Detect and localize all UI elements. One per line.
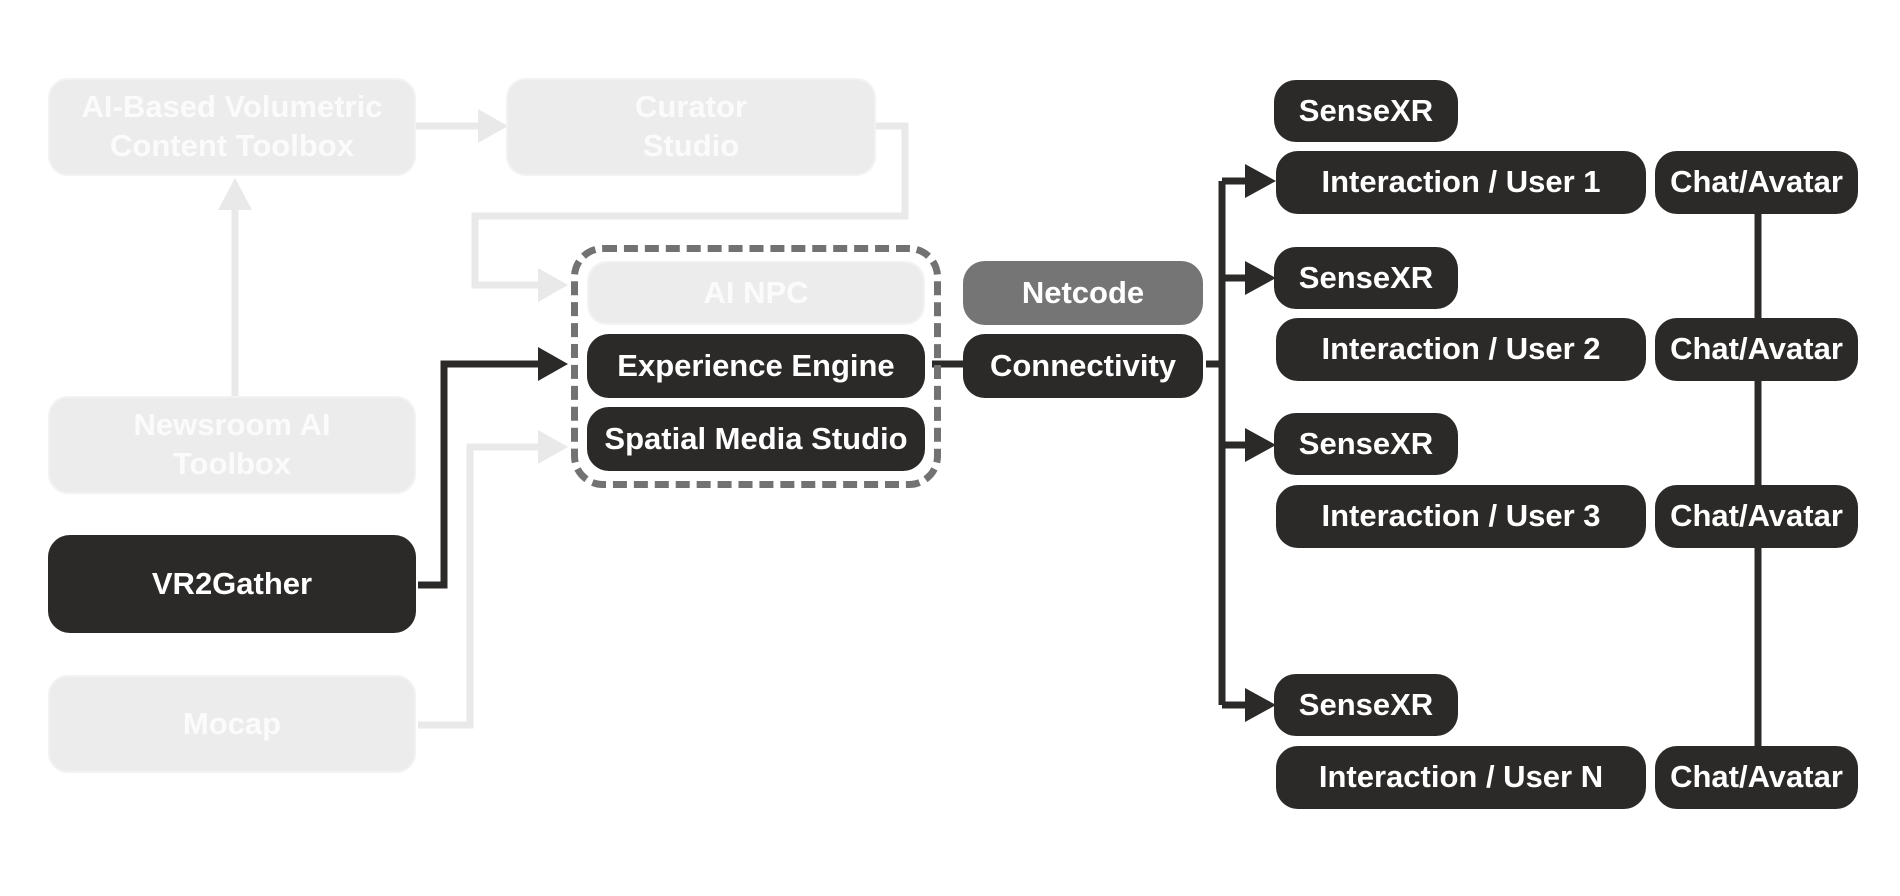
connectivity-node[interactable]: Connectivity bbox=[963, 334, 1203, 398]
wire-mocap-to-spatial bbox=[418, 443, 538, 729]
mocap-node[interactable]: Mocap bbox=[48, 675, 416, 773]
newsroom-toolbox-node[interactable]: Newsroom AI Toolbox bbox=[48, 396, 416, 494]
chat-avatar-node-1[interactable]: Chat/Avatar bbox=[1655, 151, 1858, 214]
arrowhead-spatial bbox=[538, 430, 568, 464]
arrowhead-ainpc bbox=[538, 268, 568, 302]
chat-avatar-node-2[interactable]: Chat/Avatar bbox=[1655, 318, 1858, 381]
wire-vr2gather-to-engine bbox=[418, 360, 538, 589]
arrowhead-user1 bbox=[1245, 164, 1276, 198]
sensexr-node-3[interactable]: SenseXR bbox=[1274, 413, 1458, 475]
netcode-node[interactable]: Netcode bbox=[963, 261, 1203, 325]
arrowhead-engine bbox=[538, 347, 568, 381]
arrowhead-user2 bbox=[1245, 261, 1276, 295]
volumetric-toolbox-node[interactable]: AI-Based Volumetric Content Toolbox bbox=[48, 78, 416, 176]
wire-curator-to-ainpc bbox=[471, 122, 909, 289]
sensexr-node-1[interactable]: SenseXR bbox=[1274, 80, 1458, 142]
interaction-user-1-node[interactable]: Interaction / User 1 bbox=[1276, 151, 1646, 214]
arrowhead-user3 bbox=[1245, 428, 1276, 462]
core-engine-group bbox=[571, 245, 941, 488]
arrowhead-curator bbox=[478, 109, 508, 143]
interaction-user-3-node[interactable]: Interaction / User 3 bbox=[1276, 485, 1646, 548]
vr2gather-node[interactable]: VR2Gather bbox=[48, 535, 416, 633]
curator-studio-node[interactable]: Curator Studio bbox=[506, 78, 876, 176]
sensexr-node-2[interactable]: SenseXR bbox=[1274, 247, 1458, 309]
chat-avatar-node-n[interactable]: Chat/Avatar bbox=[1655, 746, 1858, 809]
interaction-user-2-node[interactable]: Interaction / User 2 bbox=[1276, 318, 1646, 381]
arrowhead-userN bbox=[1245, 688, 1276, 722]
interaction-user-n-node[interactable]: Interaction / User N bbox=[1276, 746, 1646, 809]
arrowhead-volumetric bbox=[218, 178, 252, 210]
sensexr-node-n[interactable]: SenseXR bbox=[1274, 674, 1458, 736]
ai-npc-node[interactable]: AI NPC bbox=[587, 261, 925, 325]
experience-engine-node[interactable]: Experience Engine bbox=[587, 334, 925, 398]
chat-avatar-node-3[interactable]: Chat/Avatar bbox=[1655, 485, 1858, 548]
spatial-media-studio-node[interactable]: Spatial Media Studio bbox=[587, 407, 925, 471]
